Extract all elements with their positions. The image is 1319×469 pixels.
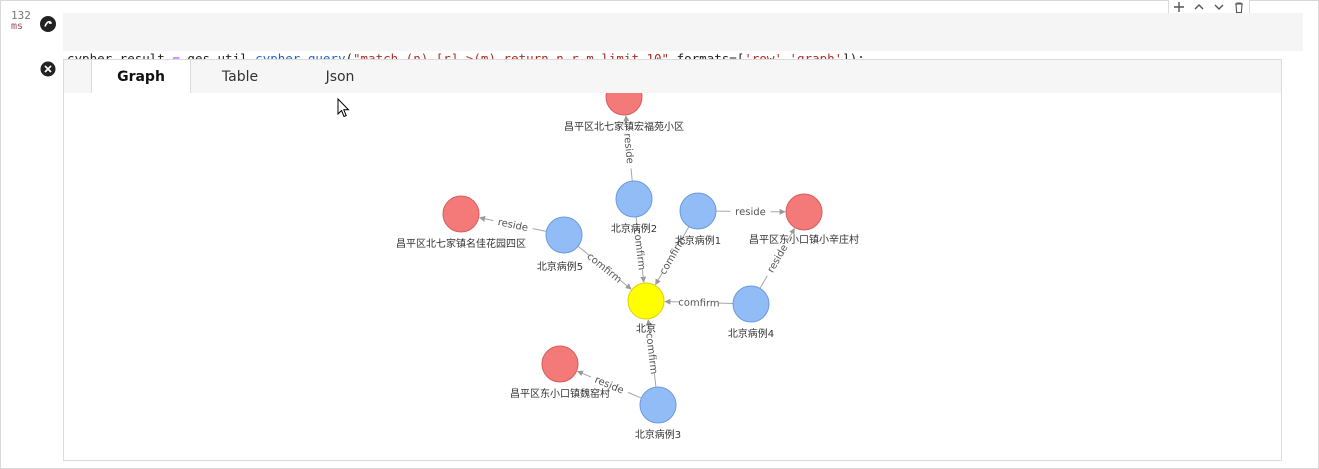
graph-edge-label: reside [766,243,791,275]
graph-node-label: 昌平区东小口镇魏窑村 [510,387,610,400]
graph-edge-label-bg [643,332,661,375]
run-cell-icon[interactable] [39,15,57,33]
graph-edge-label-bg [621,128,637,169]
graph-node-city[interactable] [627,282,665,320]
mouse-pointer-icon [337,98,350,118]
tab-table[interactable]: Table [221,68,259,85]
execution-count-number: 132 [11,9,31,22]
graph-edge-label-bg [678,295,720,310]
graph-node-case[interactable] [639,386,677,424]
graph-node-label: 北京病例4 [728,327,774,340]
graph-node-label: 昌平区北七家镇名佳花园四区 [396,237,526,250]
graph-node-case[interactable] [545,216,583,254]
code-token: , [782,51,790,66]
graph-node-address[interactable] [785,193,823,231]
graph-node-label: 北京病例1 [675,234,721,247]
graph-node-label: 北京 [636,322,656,335]
trash-icon[interactable] [1231,0,1247,14]
graph-node-label: 昌平区北七家镇宏福苑小区 [564,120,684,133]
graph-node-address[interactable] [605,93,643,116]
graph-node-case[interactable] [732,285,770,323]
graph-edge-label-bg [492,214,534,235]
execution-count-unit: ms [11,21,24,32]
code-token: = [165,51,188,66]
graph-node-address[interactable] [442,195,480,233]
tab-json[interactable]: Json [325,68,355,85]
chevron-up-icon[interactable] [1191,0,1207,14]
graph-edge-label: comfirm [631,228,647,270]
graph-edge-label-bg [631,228,649,271]
clear-output-icon[interactable] [40,61,56,77]
graph-edge-label: reside [497,217,529,234]
graph-edge-label: comfirm [584,251,623,285]
graph-edge-label: reside [621,133,635,164]
output-tab-strip: Graph Table Json [64,60,1281,93]
execution-count: 132 ms [11,10,31,32]
tab-graph[interactable]: Graph [91,60,191,93]
graph-node-label: 北京病例3 [635,428,681,441]
graph-edge-label-bg [730,205,771,218]
graph-node-label: 北京病例5 [537,260,583,273]
graph-edge-label-bg [657,235,688,276]
code-token: ( [345,51,353,66]
graph-edge-label: comfirm [643,332,659,374]
graph-node-case[interactable] [679,192,717,230]
graph-node-label: 北京病例2 [611,222,657,235]
graph-node-case[interactable] [615,180,653,218]
plus-icon[interactable] [1171,0,1187,14]
graph-edge-label-bg [585,250,624,285]
graph-edge-label: comfirm [678,297,720,309]
output-area: Graph Table Json reside reside reside resid… [63,59,1282,461]
chevron-down-icon[interactable] [1211,0,1227,14]
code-editor[interactable]: cypher_result = ges_util.cypher_query("m… [63,13,1303,117]
graph-node-address[interactable] [541,345,579,383]
graph-edge-label: reside [735,207,766,218]
graph-node-label: 昌平区东小口镇小辛庄村 [749,233,859,246]
graph-edge-label-bg [588,371,631,398]
graph-edge-label-bg [762,238,793,279]
